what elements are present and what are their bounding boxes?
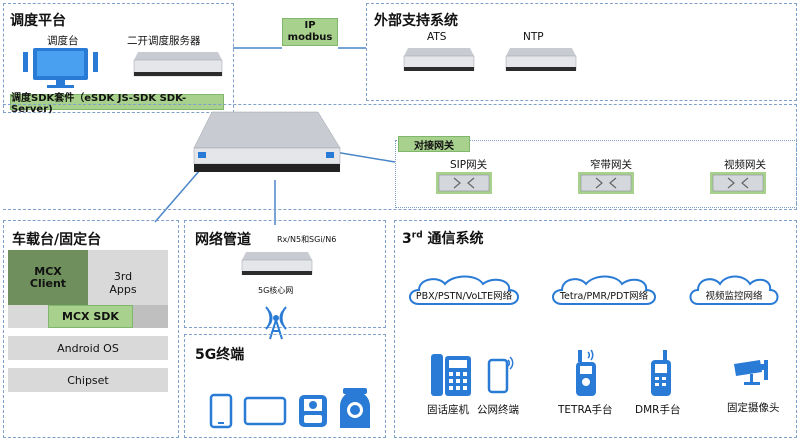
mcx-client-box: MCX Client — [8, 250, 88, 305]
cloud-video-label: 视频监控网络 — [705, 291, 763, 302]
desk-phone-icon — [431, 354, 471, 396]
dispatch-platform-box — [3, 3, 234, 113]
dashcam-icon — [299, 395, 327, 427]
third-title-main: 通信系统 — [427, 231, 484, 247]
network-title: 网络管道 — [195, 232, 251, 248]
desk-phone-label: 固话座机 — [427, 404, 469, 416]
mcx-sdk-box: MCX SDK — [48, 305, 133, 328]
server-to-vehicle-line — [154, 169, 201, 223]
chipset-box: Chipset — [8, 368, 168, 392]
cloud-shape — [409, 275, 519, 305]
android-os-box: Android OS — [8, 336, 168, 360]
protocol-line1: IP — [304, 20, 316, 31]
external-title: 外部支持系统 — [374, 13, 458, 29]
cloud-tetra: Tetra/PMR/PDT网络 — [548, 274, 660, 308]
sdk-suite-bar: 调度SDK套件（eSDK JS-SDK SDK-Server) — [10, 93, 224, 115]
network-interfaces-label: Rx/N5和SGi/N6 — [277, 235, 337, 244]
sip-gateway-icon — [436, 172, 492, 194]
cloud-video: 视频监控网络 — [686, 274, 782, 308]
monitor-icon — [23, 48, 98, 88]
dmr-radio-icon — [651, 350, 671, 396]
third-apps-label: 3rd Apps — [109, 270, 137, 296]
third-title: 3rd 通信系统 — [402, 228, 484, 248]
external-system-box — [366, 3, 797, 101]
narrowband-gateway-icon — [578, 172, 634, 194]
fixed-camera-icon — [734, 360, 768, 385]
smartphone-icon — [209, 393, 233, 429]
public-terminal-label: 公网终端 — [477, 404, 519, 416]
cloud-shape — [552, 275, 656, 305]
protocol-line2: modbus — [287, 32, 333, 43]
sip-gateway-label: SIP网关 — [450, 159, 488, 171]
third-title-pre: 3 — [402, 231, 412, 247]
core-network-server-icon — [241, 252, 313, 275]
server-to-gateway-line — [334, 151, 396, 163]
dispatch-title: 调度平台 — [10, 13, 66, 29]
narrowband-gateway-label: 窄带网关 — [590, 159, 632, 171]
third-apps-inner — [132, 305, 168, 328]
dome-camera-icon — [340, 388, 370, 428]
gateway-box — [395, 140, 797, 208]
third-title-sup: rd — [411, 230, 423, 241]
fixed-camera-label: 固定摄像头 — [727, 402, 780, 414]
terminal-title: 5G终端 — [195, 347, 245, 363]
video-gateway-label: 视频网关 — [724, 159, 766, 171]
public-phone-icon — [487, 356, 514, 394]
cloud-pbx: PBX/PSTN/VoLTE网络 — [405, 274, 523, 308]
dispatch-server-icon — [133, 52, 223, 77]
third-party-box — [394, 220, 797, 438]
cloud-tetra-label: Tetra/PMR/PDT网络 — [559, 291, 649, 302]
cloud-shape — [689, 275, 779, 305]
dmr-radio-label: DMR手台 — [635, 404, 681, 416]
ntp-label: NTP — [523, 31, 544, 43]
gateway-title: 对接网关 — [398, 136, 470, 152]
ats-label: ATS — [427, 31, 447, 43]
video-gateway-icon — [710, 172, 766, 194]
main-server-icon — [193, 111, 341, 172]
protocol-box: IP modbus — [282, 18, 338, 46]
cloud-pbx-label: PBX/PSTN/VoLTE网络 — [415, 291, 513, 302]
vehicle-station-box — [3, 220, 179, 438]
ats-server-icon — [403, 48, 475, 71]
antenna-icon — [265, 306, 287, 340]
ntp-server-icon — [505, 48, 577, 71]
dispatch-server-label: 二开调度服务器 — [127, 35, 201, 47]
tablet-icon — [243, 396, 287, 426]
tetra-radio-icon — [576, 349, 596, 396]
terminal-box — [184, 334, 386, 438]
core-network-label: 5G核心网 — [258, 286, 294, 295]
mcx-client-label: MCX Client — [29, 264, 67, 290]
tetra-radio-label: TETRA手台 — [558, 404, 613, 416]
vehicle-title: 车载台/固定台 — [12, 232, 102, 248]
console-label: 调度台 — [47, 35, 79, 47]
